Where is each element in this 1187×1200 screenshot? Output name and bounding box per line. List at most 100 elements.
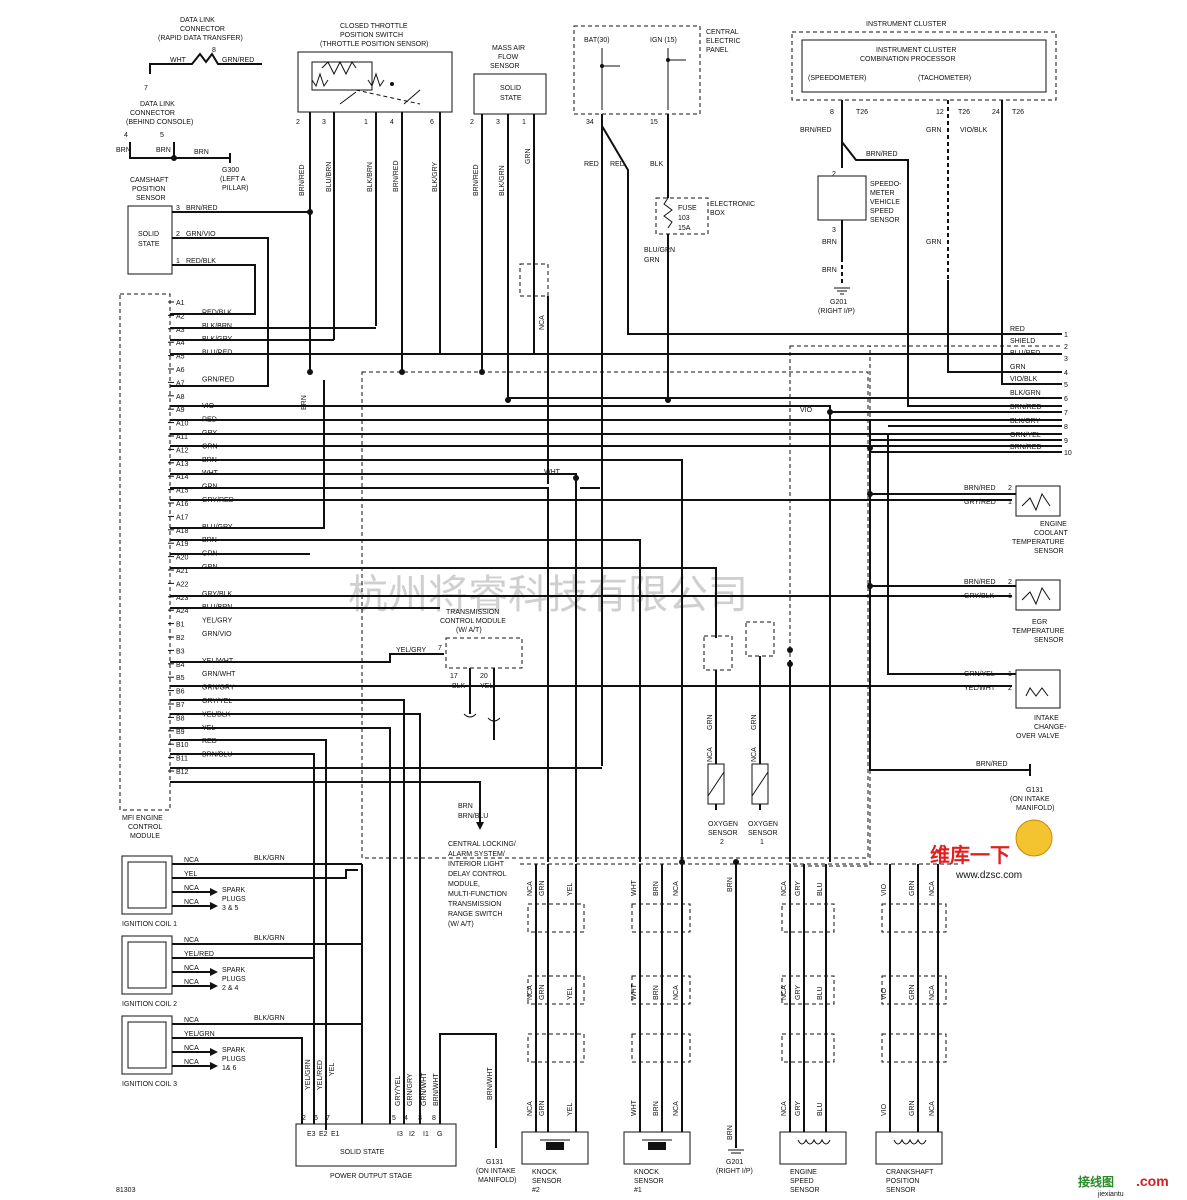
bottom-sensor-wire: BLU [817,1102,824,1116]
right-conn-wire: RED [1010,326,1025,333]
o2s1-2: SENSOR [748,830,778,837]
ecm-pin-wire: RED [202,738,217,745]
right-conn-wire: BLK/GRN [1010,390,1041,397]
g201-top-1: G201 [830,299,847,306]
o2s1-nca: NCA [751,747,758,762]
ecm-pin: B11 [176,756,188,763]
bottom-sensor-wire: GRN [909,984,916,1000]
jiexian-text: 接线图 [1078,1174,1114,1189]
cep-2: ELECTRIC [706,38,741,45]
bottom-sensor-wire: NCA [673,985,680,1000]
pin-7: 7 [144,85,148,92]
plug3-3: 1& 6 [222,1065,237,1072]
o2s2-grn: GRN [707,714,714,730]
sp-pin-2: 2 [832,171,836,178]
throttle-position-switch: CLOSED THROTTLE POSITION SWITCH (THROTTL… [296,23,453,410]
ecm-pin: A1 [176,300,185,307]
ic-pin-12: 12 [936,109,944,116]
right-conn-wire: BRN/RED [1010,404,1042,411]
jiexian-url: jiexiantu [1097,1191,1124,1198]
ecm-pin: A5 [176,354,185,361]
ecm-pin: A6 [176,367,185,374]
bottom-sensor-wire: BRN [653,985,660,1000]
bottom-sensor-label: ENGINE [790,1169,817,1176]
icv-1: INTAKE [1034,715,1059,722]
ecm-pin: B2 [176,635,185,642]
c3-yelgrn: YEL/GRN [184,1031,215,1038]
ic-t26-b: T26 [958,109,970,116]
jiexiantu-logo: 接线图 .com jiexiantu [1078,1173,1169,1198]
ecm-pin: A16 [176,501,189,508]
ect-3: TEMPERATURE [1012,539,1065,546]
bottom-sensor-wire: NCA [673,1101,680,1116]
ecm-pin: A4 [176,340,185,347]
stage-terminal: G [437,1131,442,1138]
console-dl-1: DATA LINK [140,101,175,108]
bottom-sensor-wire: NCA [929,985,936,1000]
data-link-connector: DATA LINK CONNECTOR (RAPID DATA TRANSFER… [116,17,262,192]
g300-label-3: PILLAR) [222,185,248,192]
ect-4: SENSOR [1034,548,1064,555]
plug1-3: 3 & 5 [222,905,238,912]
bottom-sensor-label: CRANKSHAFT [886,1169,934,1176]
plug1-2: PLUGS [222,896,246,903]
wire-label-brn-a: BRN [116,147,131,154]
ignition-coil-1: IGNITION COIL 1 NCA YEL NCA NCA SPARK PL… [121,855,363,1130]
maf-title-3: SENSOR [490,63,520,70]
bottom-sensor-wire: GRY [795,881,802,896]
ecm-pin: B3 [176,648,185,655]
ecm-pin: A19 [176,541,189,548]
o2s1-3: 1 [760,839,764,846]
bottom-sensor-wire: VIO [881,1103,888,1116]
ecm-pin: A9 [176,407,185,414]
tps-title-3: (THROTTLE POSITION SENSOR) [320,41,429,48]
cam-solid-1: SOLID [138,231,159,238]
stage-w1: YEL/GRN [305,1059,312,1090]
data-link-title-2: CONNECTOR [180,26,225,33]
ecm-pin: A7 [176,380,185,387]
stage-pin-no: 8 [432,1115,436,1122]
coil1-label: IGNITION COIL 1 [122,921,177,928]
camshaft-position-sensor: CAMSHAFT POSITION SENSOR SOLID STATE 3 2… [127,177,310,387]
bottom-sensor-wire: YEL [567,987,574,1000]
stage-w3: YEL [329,1063,336,1076]
tcm-pin-20: 20 [480,673,488,680]
ecm-pin: A23 [176,595,189,602]
cam-wire-1: BRN/RED [186,205,218,212]
sp-1: SPEEDO- [870,181,902,188]
instrument-cluster: INSTRUMENT CLUSTER INSTRUMENT CLUSTER CO… [791,21,1062,407]
ecm-title-3: MODULE [130,833,160,840]
wire-label-grn-red: GRN/RED [222,57,254,64]
cep-1: CENTRAL [706,29,739,36]
right-conn-wire: BLK/GRY [1010,418,1041,425]
sp-2: METER [870,190,895,197]
pin-4: 4 [124,132,128,139]
right-conn-pin: 10 [1064,450,1072,457]
egr-3: SENSOR [1034,637,1064,644]
cam-solid-2: STATE [138,241,160,248]
right-conn-pin: 9 [1064,438,1068,445]
ic-w-grn: GRN [926,127,942,134]
fuse-1: FUSE [678,205,697,212]
c3-nca2: NCA [184,1045,199,1052]
ecm-pin-wire: YEL/GRY [202,618,233,625]
tcm-3: (W/ A/T) [456,627,482,634]
g131r-w: BRN/RED [976,761,1008,768]
egr-pin-1: 1 [1008,593,1012,600]
bottom-sensor-label: POSITION [886,1178,919,1185]
ecm-pin: A3 [176,327,185,334]
maf-nca: NCA [539,315,546,330]
ect-2: COOLANT [1034,530,1069,537]
stage-terminal: E1 [331,1131,340,1138]
c3-nca3: NCA [184,1059,199,1066]
egr-1: EGR [1032,619,1047,626]
intake-changeover-valve: 1 2 GRN/YEL YEL/WHT INTAKE CHANGE- OVER … [887,434,1067,740]
right-conn-pin: 6 [1064,396,1068,403]
ect-pin-2: 2 [1008,485,1012,492]
stage-terminal: I1 [423,1131,429,1138]
tps-title-1: CLOSED THROTTLE [340,23,408,30]
ecm-pin: B6 [176,689,185,696]
o2s2-2: SENSOR [708,830,738,837]
right-conn-wire: BRN/RED [1010,444,1042,451]
